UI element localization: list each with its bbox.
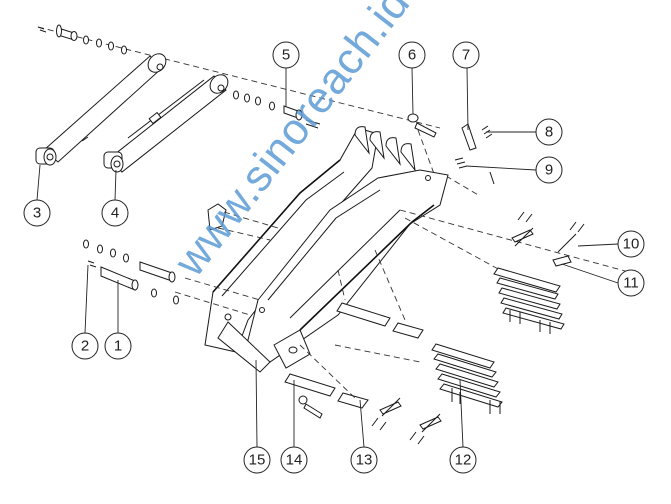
callout-12: 12 <box>449 446 477 474</box>
svg-text:3: 3 <box>33 205 41 222</box>
svg-text:9: 9 <box>545 162 553 179</box>
callout-11: 11 <box>617 269 645 297</box>
svg-text:14: 14 <box>286 452 303 469</box>
boom-frame <box>174 126 641 373</box>
callout-4: 4 <box>101 199 129 227</box>
svg-text:4: 4 <box>111 205 119 222</box>
callout-9: 9 <box>535 156 563 184</box>
callout-13: 13 <box>350 446 378 474</box>
callout-15: 15 <box>243 446 271 474</box>
callout-6: 6 <box>398 41 426 69</box>
callout-3: 3 <box>23 199 51 227</box>
hydraulic-cylinder-4 <box>103 74 229 173</box>
svg-text:8: 8 <box>545 124 553 141</box>
svg-text:13: 13 <box>356 452 373 469</box>
svg-text:12: 12 <box>455 452 472 469</box>
step-assembly-lower <box>371 343 503 445</box>
svg-text:2: 2 <box>81 338 89 355</box>
svg-text:10: 10 <box>623 236 640 253</box>
callout-1: 1 <box>104 332 132 360</box>
callout-14: 14 <box>280 446 308 474</box>
svg-text:7: 7 <box>462 47 470 64</box>
callout-10: 10 <box>617 230 645 258</box>
callout-8: 8 <box>535 118 563 146</box>
hydraulic-cylinder-3 <box>35 53 167 166</box>
top-pin-assembly <box>37 24 441 129</box>
svg-text:15: 15 <box>249 452 266 469</box>
pin-1-assembly <box>83 239 179 305</box>
svg-text:5: 5 <box>282 47 290 64</box>
leader-lines <box>36 67 619 448</box>
callout-7: 7 <box>452 41 480 69</box>
callout-2: 2 <box>71 332 99 360</box>
pin-5-assembly <box>233 90 321 129</box>
svg-text:1: 1 <box>114 338 122 355</box>
callout-5: 5 <box>272 41 300 69</box>
svg-text:11: 11 <box>623 275 639 292</box>
step-assembly-upper <box>493 211 585 334</box>
fittings-group <box>407 113 495 197</box>
svg-text:6: 6 <box>408 47 416 64</box>
